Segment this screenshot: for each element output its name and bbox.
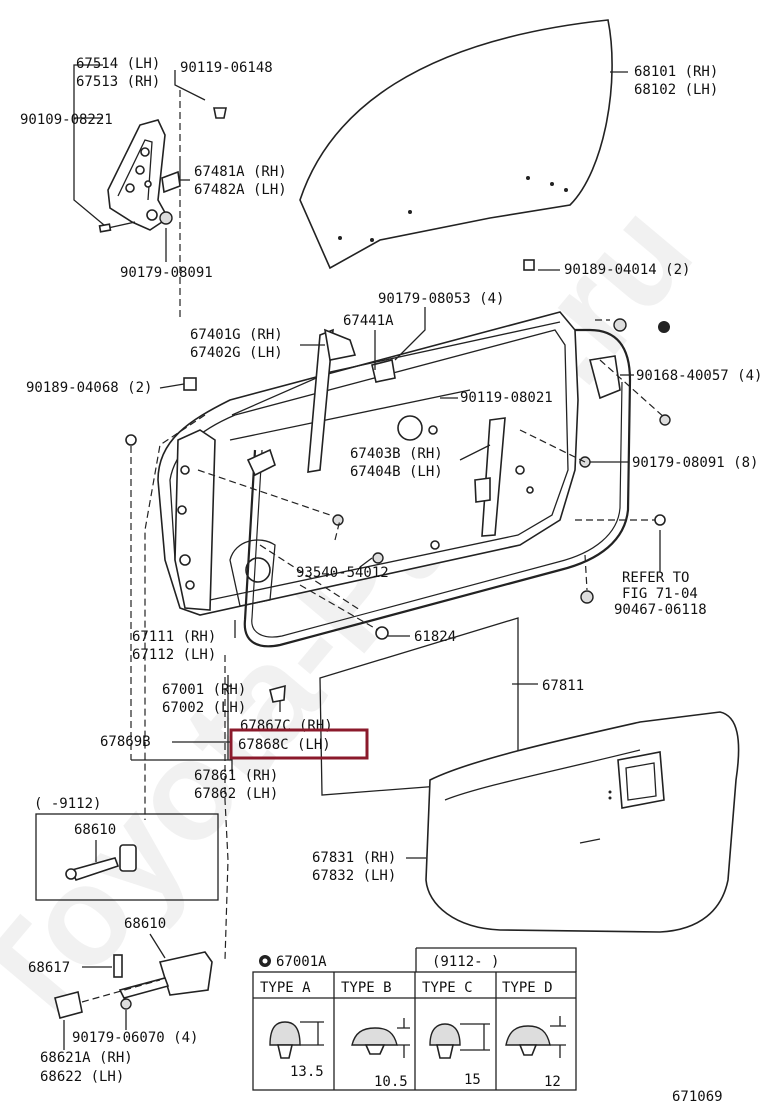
label-67401g: 67401G (RH) xyxy=(190,327,283,343)
label-68621a: 68621A (RH) xyxy=(40,1050,133,1066)
label-90179-08091-8: 90179-08091 (8) xyxy=(632,455,758,471)
label-67862: 67862 (LH) xyxy=(194,786,278,802)
label-67482a: 67482A (LH) xyxy=(194,182,287,198)
type-c-header: TYPE C xyxy=(422,980,473,996)
label-67513: 67513 (RH) xyxy=(76,74,160,90)
label-67869b: 67869B xyxy=(100,734,151,750)
label-67404b: 67404B (LH) xyxy=(350,464,443,480)
label-90119-08021: 90119-08021 xyxy=(460,390,553,406)
type-c-dimension: 15 xyxy=(464,1072,481,1088)
type-a-dimension: 13.5 xyxy=(290,1064,324,1080)
figure-number: 671069 xyxy=(672,1089,723,1105)
label-67111: 67111 (RH) xyxy=(132,629,216,645)
label-90179-06070: 90179-06070 (4) xyxy=(72,1030,198,1046)
label-61824: 61824 xyxy=(414,629,456,645)
label-67868c: 67868C (LH) xyxy=(238,737,331,753)
type-a-header: TYPE A xyxy=(260,980,311,996)
label-68101: 68101 (RH) xyxy=(634,64,718,80)
label-67002: 67002 (LH) xyxy=(162,700,246,716)
regulator-drawing xyxy=(246,328,621,537)
door-weatherstrip xyxy=(243,328,632,648)
label-67441a: 67441A xyxy=(343,313,394,329)
label-90467-06118: 90467-06118 xyxy=(614,602,707,618)
hinge-box-drawing xyxy=(65,844,137,881)
label-67403b: 67403B (RH) xyxy=(350,446,443,462)
type-table: 67001A (9112- ) TYPE A TYPE B TYPE C TYP… xyxy=(252,947,577,1091)
door-trim-panel-drawing xyxy=(425,711,740,933)
label-fig-71-04: FIG 71-04 xyxy=(622,586,698,602)
label-90179-08053: 90179-08053 (4) xyxy=(378,291,504,307)
label-box1-range: ( -9112) xyxy=(34,796,101,812)
label-68622: 68622 (LH) xyxy=(40,1069,124,1085)
label-90119-06148: 90119-06148 xyxy=(180,60,273,76)
upper-hinge-drawing xyxy=(98,107,227,233)
label-67861: 67861 (RH) xyxy=(194,768,278,784)
label-67867c: 67867C (RH) xyxy=(240,718,333,734)
door-panel-drawing xyxy=(157,311,579,616)
label-90179-08091-a: 90179-08091 xyxy=(120,265,213,281)
label-67112: 67112 (LH) xyxy=(132,647,216,663)
label-67831: 67831 (RH) xyxy=(312,850,396,866)
door-glass-drawing xyxy=(299,19,613,270)
type-b-dimension: 10.5 xyxy=(374,1074,408,1090)
label-90109-08221: 90109-08221 xyxy=(20,112,113,128)
label-67402g: 67402G (LH) xyxy=(190,345,283,361)
label-refer-to: REFER TO xyxy=(622,570,689,586)
label-93540-54012: 93540-54012 xyxy=(296,565,389,581)
label-68617: 68617 xyxy=(28,960,70,976)
label-68610-b: 68610 xyxy=(124,916,166,932)
label-90189-04014: 90189-04014 (2) xyxy=(564,262,690,278)
hinge-variant-box xyxy=(35,813,219,901)
label-67832: 67832 (LH) xyxy=(312,868,396,884)
type-d-dimension: 12 xyxy=(544,1074,561,1090)
type-b-header: TYPE B xyxy=(341,980,392,996)
lower-hinge-drawing xyxy=(54,951,213,1019)
type-d-header: TYPE D xyxy=(502,980,553,996)
label-68102: 68102 (LH) xyxy=(634,82,718,98)
label-90189-04068: 90189-04068 (2) xyxy=(26,380,152,396)
type-table-part-label: 67001A xyxy=(276,954,327,970)
label-67514: 67514 (LH) xyxy=(76,56,160,72)
label-68610-a: 68610 xyxy=(74,822,116,838)
label-67811: 67811 xyxy=(542,678,584,694)
label-90168-40057: 90168-40057 (4) xyxy=(636,368,760,384)
label-67001: 67001 (RH) xyxy=(162,682,246,698)
type-table-range: (9112- ) xyxy=(432,954,499,970)
label-67481a: 67481A (RH) xyxy=(194,164,287,180)
highlight-box xyxy=(229,728,369,760)
